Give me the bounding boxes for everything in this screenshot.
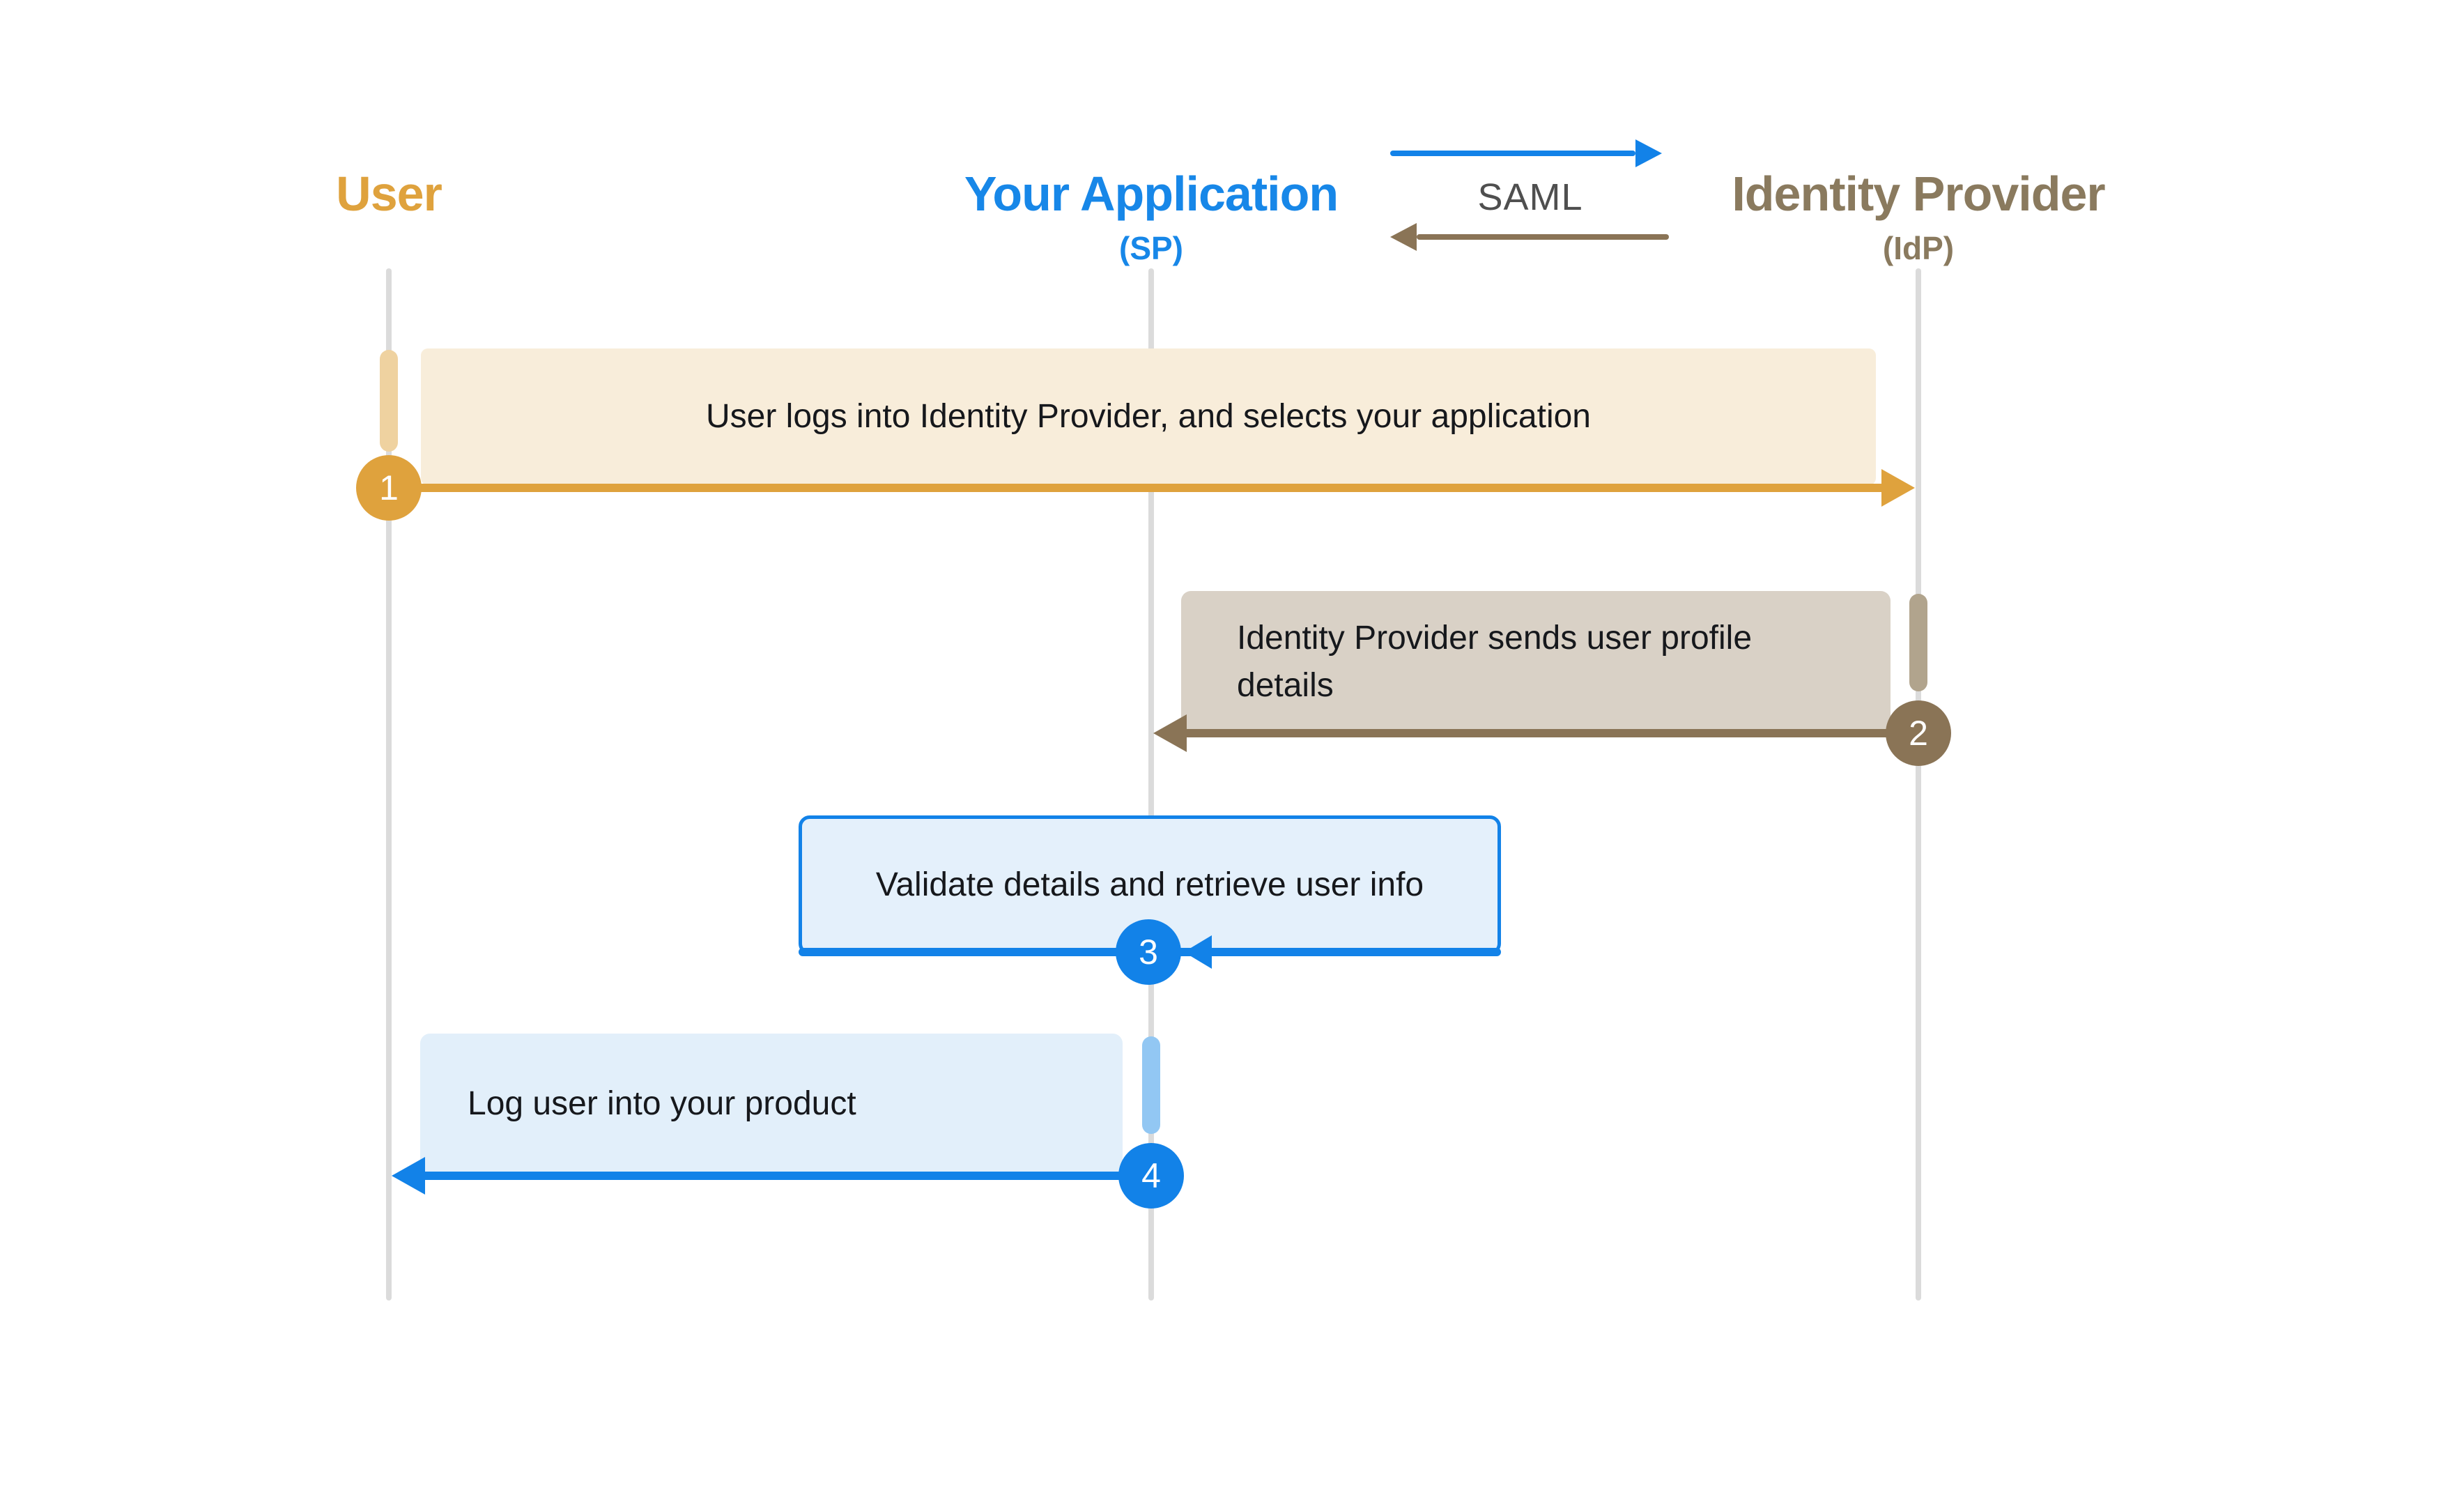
step-circle-3: 3: [1116, 919, 1181, 985]
step-circle-2: 2: [1886, 700, 1951, 766]
actor-subtitle-idp: (IdP): [1882, 230, 1955, 266]
step-number-2: 2: [1909, 714, 1928, 753]
step-circle-4: 4: [1118, 1143, 1184, 1209]
arrow-line-step-4: [424, 1172, 1151, 1180]
message-box-step-4: Log user into your product: [420, 1034, 1123, 1174]
lifeline-your-application: [1148, 268, 1154, 1301]
arrowhead-step-1-icon: [1881, 469, 1915, 507]
step-circle-1: 1: [356, 455, 422, 521]
message-text-step-2: Identity Provider sends user profile det…: [1237, 620, 1753, 704]
step-number-3: 3: [1139, 933, 1158, 972]
saml-request-arrow-line: [1390, 151, 1635, 156]
arrow-line-step-2: [1185, 729, 1918, 737]
message-box-step-2: Identity Provider sends user profile det…: [1181, 591, 1891, 733]
arrowhead-step-2-icon: [1153, 714, 1187, 752]
activation-bar-user-step-1: [380, 350, 398, 452]
arrowhead-step-3-icon: [1184, 935, 1212, 969]
step-number-4: 4: [1141, 1156, 1161, 1195]
message-text-step-1: User logs into Identity Provider, and se…: [705, 398, 1591, 435]
activation-bar-app-step-4: [1142, 1036, 1160, 1134]
step-number-1: 1: [379, 468, 399, 507]
saml-request-arrowhead-icon: [1635, 139, 1662, 167]
actor-title-identity-provider: Identity Provider: [1732, 167, 2105, 221]
actor-subtitle-sp: (SP): [1119, 230, 1183, 266]
actor-title-user: User: [336, 167, 442, 221]
message-box-step-1: User logs into Identity Provider, and se…: [421, 348, 1876, 485]
lifeline-user: [386, 268, 392, 1301]
message-text-step-3: Validate details and retrieve user info: [875, 866, 1424, 903]
actor-title-your-application: Your Application: [964, 167, 1339, 221]
lifeline-identity-provider: [1916, 268, 1921, 1301]
activation-bar-idp-step-2: [1909, 594, 1927, 691]
arrowhead-step-4-icon: [392, 1157, 425, 1195]
saml-protocol-label: SAML: [1477, 176, 1583, 218]
message-text-step-4: Log user into your product: [468, 1085, 856, 1122]
arrow-line-step-1: [389, 484, 1883, 492]
saml-response-arrowhead-icon: [1390, 223, 1417, 251]
saml-response-arrow-line: [1417, 234, 1669, 240]
